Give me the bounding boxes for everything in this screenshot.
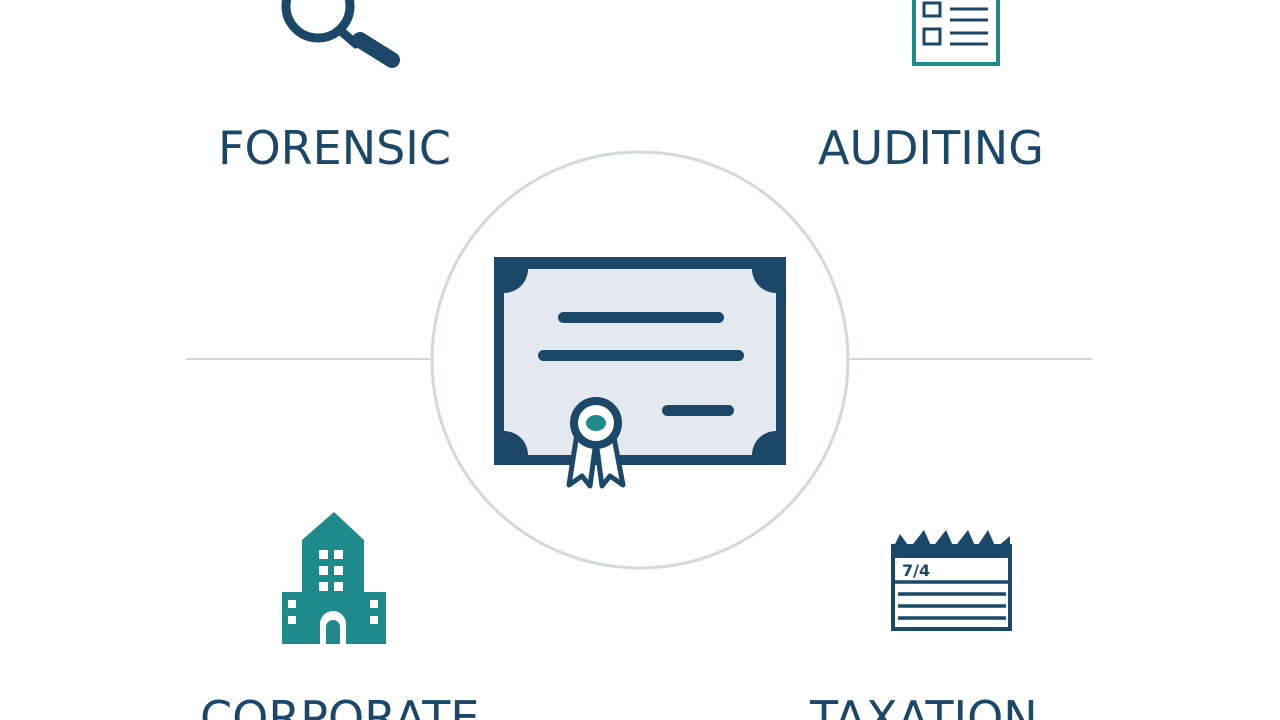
- label-corporate: CORPORATE: [200, 691, 480, 720]
- connector-right: [848, 358, 1092, 360]
- checklist-icon: [912, 0, 1000, 66]
- label-forensic: FORENSIC: [218, 121, 451, 175]
- label-taxation: TAXATION: [810, 691, 1038, 720]
- certificate-icon: [494, 257, 786, 489]
- magnifying-glass-icon: [281, 0, 400, 68]
- calendar-text: 7/4: [902, 561, 930, 580]
- calendar-icon: 7/4: [891, 530, 1012, 631]
- connector-left: [186, 358, 430, 360]
- building-icon: [282, 512, 386, 644]
- label-auditing: AUDITING: [818, 121, 1044, 175]
